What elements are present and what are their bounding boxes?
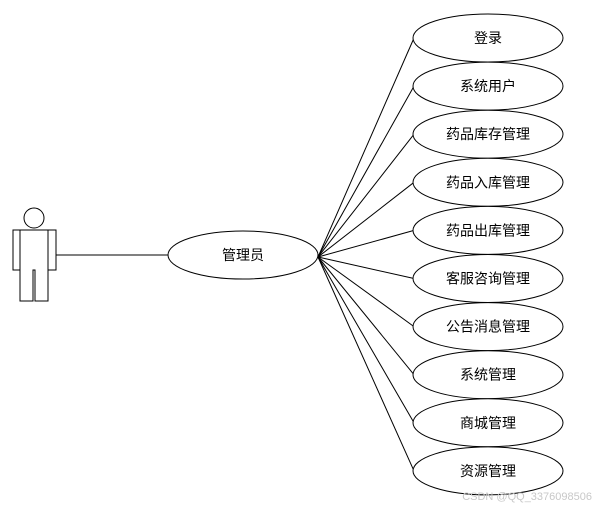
use-case-node: 系统管理	[412, 350, 564, 400]
use-case-label: 商城管理	[460, 416, 516, 432]
connector-line	[317, 256, 415, 472]
connector-line	[317, 229, 415, 258]
use-case-label: 药品出库管理	[446, 223, 530, 239]
use-case-label: 系统用户	[460, 78, 516, 95]
use-case-node: 客服咨询管理	[412, 254, 564, 303]
connectors	[317, 37, 415, 472]
use-case-node: 药品库存管理	[412, 109, 564, 159]
connector-line	[317, 256, 415, 279]
use-case-label: 公告消息管理	[446, 319, 530, 336]
use-case-list: 登录系统用户药品库存管理药品入库管理药品出库管理客服咨询管理公告消息管理系统管理…	[412, 13, 564, 496]
use-case-label: 资源管理	[460, 464, 516, 480]
actor-head	[23, 207, 45, 229]
use-case-label: 药品库存管理	[446, 127, 530, 143]
use-case-node: 登录	[412, 13, 564, 63]
use-case-label: 客服咨询管理	[446, 271, 530, 288]
connector-line	[317, 256, 415, 376]
use-case-label: 药品入库管理	[446, 175, 530, 191]
connector-line	[317, 256, 415, 328]
use-case-node: 系统用户	[412, 61, 564, 111]
connector-line	[317, 256, 415, 424]
use-case-ellipse	[412, 446, 564, 496]
center-label: 管理员	[222, 248, 264, 264]
connector-line	[317, 37, 415, 258]
actor-body	[12, 229, 57, 302]
use-case-node: 药品入库管理	[412, 157, 564, 207]
use-case-label: 系统管理	[460, 368, 516, 384]
use-case-node: 公告消息管理	[412, 302, 564, 352]
use-case-node: 资源管理	[412, 446, 564, 496]
actor-figure	[12, 207, 57, 302]
watermark: CSDN @QQ_3376098506	[462, 491, 592, 503]
use-case-label: 登录	[474, 31, 502, 47]
connector-line	[317, 133, 415, 258]
use-case-node: 药品出库管理	[412, 205, 564, 255]
connector-line	[317, 85, 415, 258]
center-ellipse	[167, 230, 319, 280]
center-node: 管理员	[167, 230, 319, 280]
connector-line	[317, 181, 415, 258]
use-case-node: 商城管理	[412, 398, 564, 448]
